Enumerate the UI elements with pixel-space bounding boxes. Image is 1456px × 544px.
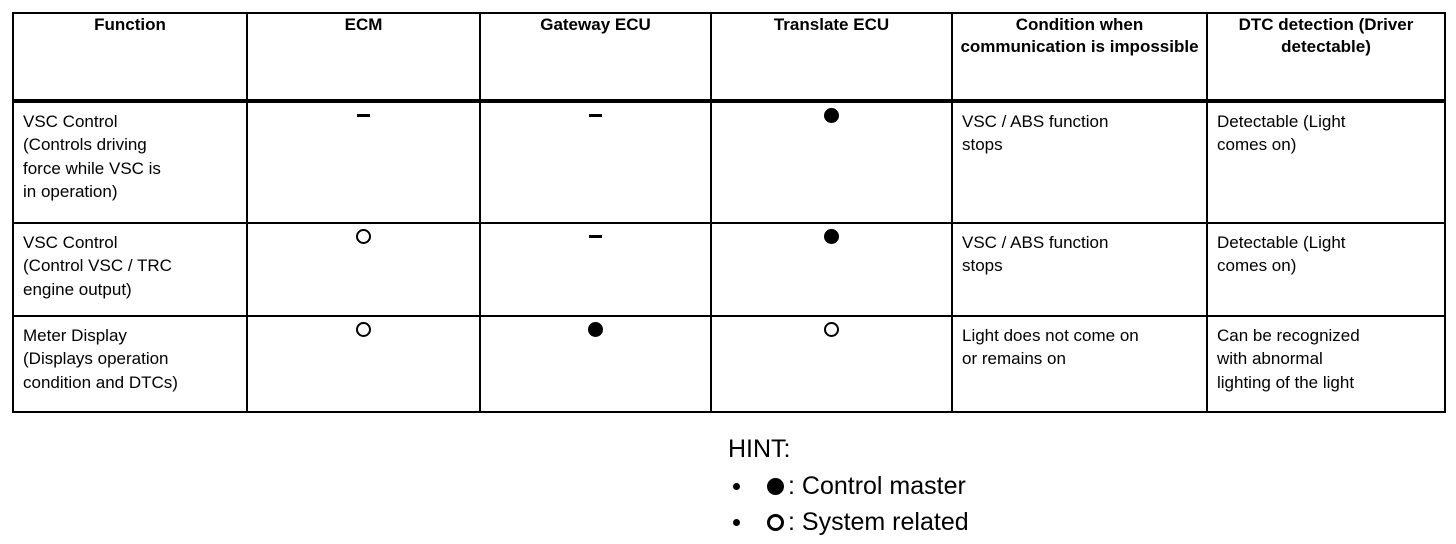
- dash-icon: [589, 114, 602, 118]
- column-header-condition: Condition when communication is impossib…: [951, 12, 1208, 103]
- hint-item-label: : Control master: [788, 472, 966, 500]
- column-header-gateway-ecu: Gateway ECU: [479, 12, 712, 103]
- cell-translate-ecu: [710, 222, 953, 317]
- dtc-detection-text: Detectable (Light comes on): [1217, 233, 1346, 276]
- cell-ecm: [246, 101, 481, 224]
- cell-condition: VSC / ABS function stops: [951, 101, 1208, 224]
- hint-title: HINT:: [728, 435, 791, 463]
- cell-gateway-ecu: [479, 315, 712, 413]
- open-circle-icon: [767, 513, 784, 531]
- bullet-icon: [733, 518, 740, 526]
- cell-ecm: [246, 222, 481, 317]
- condition-text: VSC / ABS function stops: [962, 112, 1109, 155]
- open-circle-icon: [356, 229, 371, 245]
- cell-ecm: [246, 315, 481, 413]
- cell-dtc-detection: Detectable (Light comes on): [1206, 222, 1446, 317]
- filled-circle-icon: [824, 108, 839, 124]
- cell-function: VSC Control (Control VSC / TRC engine ou…: [12, 222, 248, 317]
- cell-gateway-ecu: [479, 101, 712, 224]
- column-header-function: Function: [12, 12, 248, 103]
- column-header-ecm: ECM: [246, 12, 481, 103]
- column-header-translate-ecu: Translate ECU: [710, 12, 953, 103]
- function-text: VSC Control (Controls driving force whil…: [23, 112, 161, 202]
- hint-item-system-related: : System related: [728, 504, 969, 540]
- condition-text: Light does not come on or remains on: [962, 326, 1139, 369]
- filled-circle-icon: [824, 229, 839, 245]
- bullet-icon: [733, 482, 740, 490]
- table-row: Meter Display (Displays operation condit…: [12, 315, 1446, 413]
- hint-item-control-master: : Control master: [728, 468, 969, 504]
- dtc-detection-text: Can be recognized with abnormal lighting…: [1217, 326, 1360, 392]
- cell-function: VSC Control (Controls driving force whil…: [12, 101, 248, 224]
- cell-translate-ecu: [710, 101, 953, 224]
- column-header-dtc-detection: DTC detection (Driver detectable): [1206, 12, 1446, 103]
- table-header-row: Function ECM Gateway ECU Translate ECU C…: [12, 12, 1446, 103]
- dtc-detection-text: Detectable (Light comes on): [1217, 112, 1346, 155]
- dash-icon: [589, 235, 602, 239]
- cell-gateway-ecu: [479, 222, 712, 317]
- cell-function: Meter Display (Displays operation condit…: [12, 315, 248, 413]
- open-circle-icon: [356, 322, 371, 338]
- table-row: VSC Control (Control VSC / TRC engine ou…: [12, 222, 1446, 317]
- communication-function-table: Function ECM Gateway ECU Translate ECU C…: [12, 12, 1446, 413]
- hint-section: HINT: : Control master : System related: [728, 432, 969, 540]
- cell-dtc-detection: Detectable (Light comes on): [1206, 101, 1446, 224]
- cell-dtc-detection: Can be recognized with abnormal lighting…: [1206, 315, 1446, 413]
- function-text: VSC Control (Control VSC / TRC engine ou…: [23, 233, 172, 299]
- cell-condition: Light does not come on or remains on: [951, 315, 1208, 413]
- cell-condition: VSC / ABS function stops: [951, 222, 1208, 317]
- hint-item-label: : System related: [788, 508, 969, 536]
- open-circle-icon: [824, 322, 839, 338]
- dash-icon: [357, 114, 370, 118]
- function-text: Meter Display (Displays operation condit…: [23, 326, 178, 392]
- condition-text: VSC / ABS function stops: [962, 233, 1109, 276]
- filled-circle-icon: [588, 322, 603, 338]
- cell-translate-ecu: [710, 315, 953, 413]
- table-row: VSC Control (Controls driving force whil…: [12, 101, 1446, 224]
- filled-circle-icon: [767, 477, 784, 495]
